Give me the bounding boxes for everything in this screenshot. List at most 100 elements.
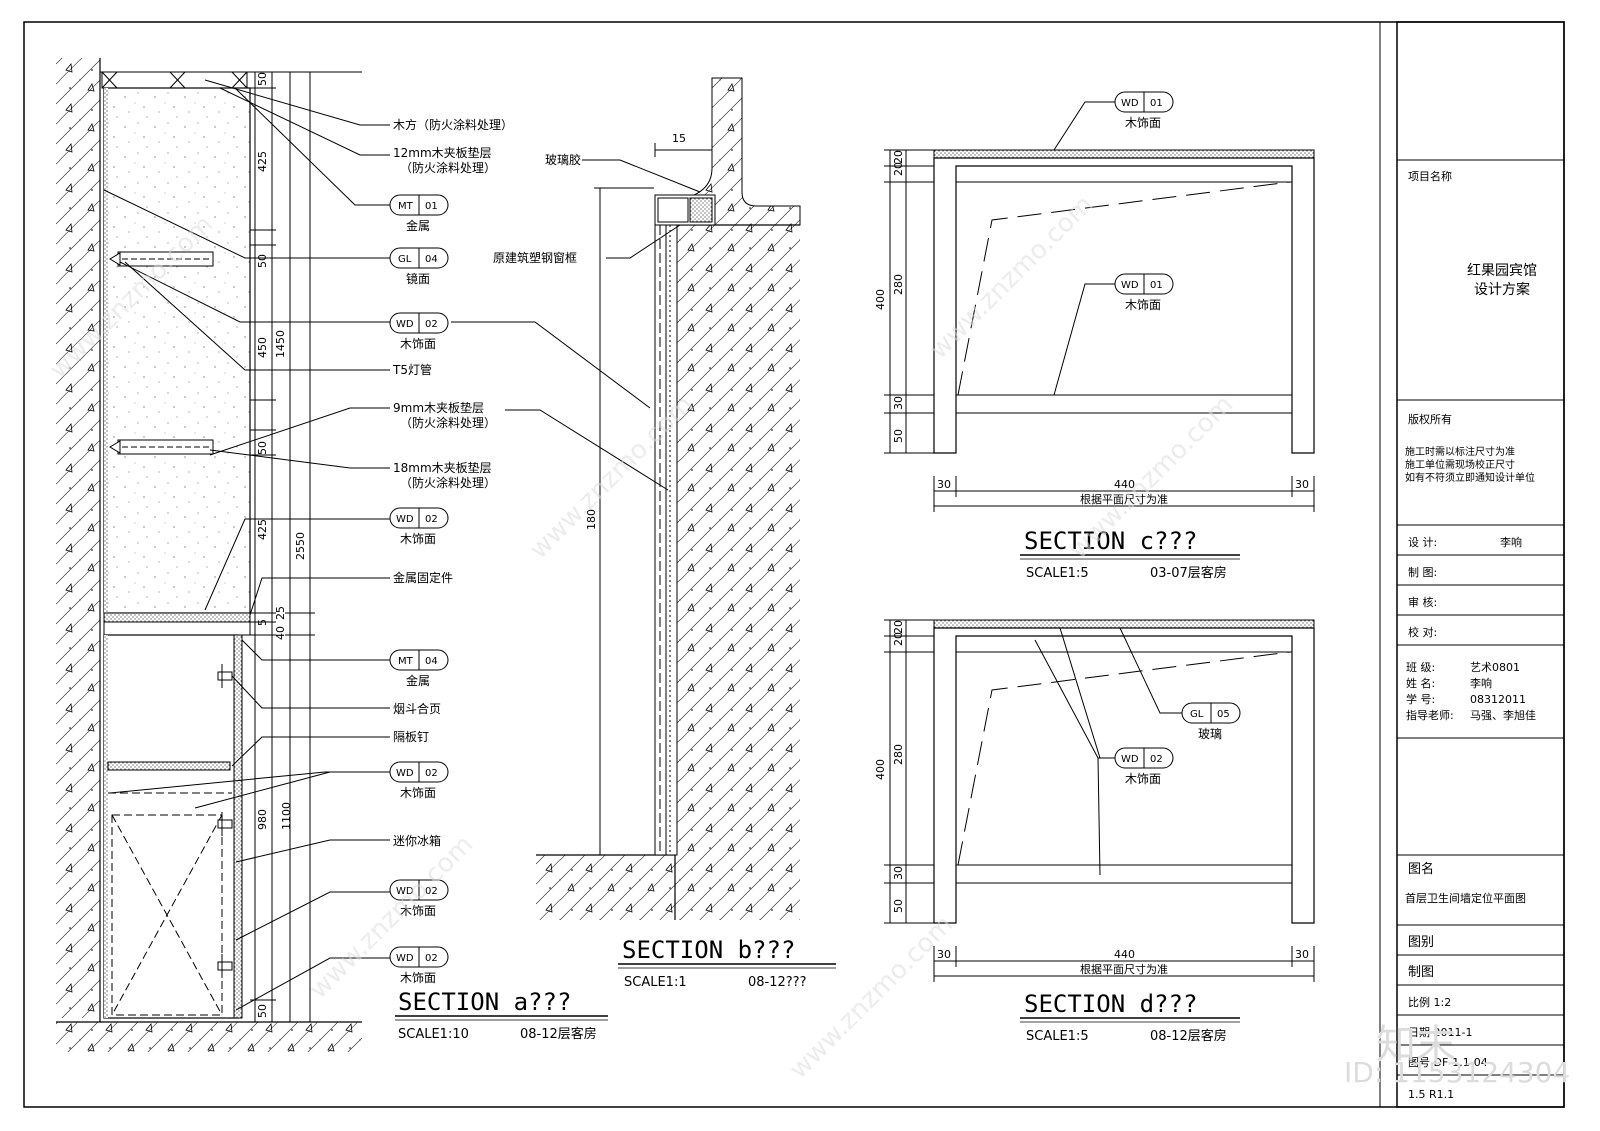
section-d-heading: SECTION d???	[1024, 990, 1197, 1018]
tag-code-b: 04	[425, 656, 438, 667]
section-d-text: 20 20 280 400 30 50 30 440 30 根据平面尺寸为准	[874, 620, 1309, 976]
dim-c-0: 20	[892, 162, 905, 176]
tag-code-a: MT	[398, 656, 414, 667]
tag-code-b: 05	[1217, 709, 1230, 720]
material-tag: MT 04 金属	[389, 649, 449, 688]
dim-c-note: 根据平面尺寸为准	[1080, 492, 1168, 506]
name-label: 姓 名:	[1406, 676, 1435, 690]
note-1: 施工时需以标注尺寸为准	[1405, 445, 1515, 458]
tag-code-b: 01	[425, 201, 438, 212]
dim-a-9: 40	[274, 626, 287, 640]
dim-c-3: 400	[874, 289, 887, 310]
brand-logo: 知末	[1376, 1022, 1456, 1068]
tag-label: 木饰面	[1125, 298, 1161, 312]
drawing-name-value: 首层卫生间墙定位平面图	[1405, 891, 1526, 905]
dim-d-0: 20	[892, 632, 905, 646]
tag-label: 木饰面	[400, 786, 436, 800]
title-block-text: 项目名称 红果园宾馆 设计方案 版权所有 施工时需以标注尺寸为准 施工单位需现场…	[1405, 169, 1537, 1101]
section-d-floor: 08-12层客房	[1150, 1028, 1227, 1044]
date-row: 日期 2011-1	[1408, 1026, 1472, 1039]
dim-d-1: 20	[892, 620, 905, 634]
check-label: 校 对:	[1408, 625, 1437, 639]
dim-d-7: 440	[1114, 948, 1135, 961]
tag-code-a: WD	[396, 953, 414, 964]
project-name-1: 红果园宾馆	[1467, 263, 1537, 279]
review-label: 审 核:	[1408, 595, 1437, 609]
material-tag: WD 02 木饰面	[389, 312, 449, 351]
design-value: 李响	[1500, 535, 1522, 549]
tag-label: 木饰面	[400, 337, 436, 351]
label-glass-glue: 玻璃胶	[545, 152, 581, 167]
dim-b-1: 180	[585, 509, 598, 530]
tag-label: 木饰面	[400, 904, 436, 918]
tag-code-a: WD	[1121, 754, 1139, 765]
drawing-type-label: 图别	[1408, 935, 1434, 950]
material-tag: WD 01 木饰面	[1114, 91, 1174, 130]
copyright: 版权所有	[1408, 412, 1452, 426]
tag-code-a: WD	[396, 768, 414, 779]
tag-code-b: 02	[1150, 754, 1163, 765]
dim-c-5: 50	[892, 429, 905, 443]
tag-label: 镜面	[406, 271, 430, 286]
dim-c-1: 20	[892, 150, 905, 164]
section-d-title: SECTION d??? SCALE1:5 08-12层客房	[1020, 990, 1240, 1044]
section-a-scale: SCALE1:10	[398, 1027, 469, 1042]
dim-c-4: 30	[892, 396, 905, 410]
design-label: 设 计:	[1408, 536, 1437, 549]
section-c-tags: WD 01 木饰面 WD 01 木饰面	[1114, 91, 1174, 312]
section-b-text: 15 180 玻璃胶 原建筑塑钢窗框 SECTION b??? SCALE1:1…	[493, 132, 836, 990]
dim-d-6: 30	[937, 948, 951, 961]
dim-a-2: 50	[256, 254, 269, 268]
section-a-drawing	[56, 58, 362, 1052]
class-label: 班 级:	[1406, 661, 1435, 674]
scale-row: 比例 1:2	[1408, 995, 1451, 1009]
tag-code-b: 02	[425, 886, 438, 897]
label-9mm-note: （防火涂料处理）	[400, 415, 496, 430]
label-pipe-hinge: 烟斗合页	[393, 701, 441, 716]
tag-code-b: 02	[425, 319, 438, 330]
tag-code-a: WD	[396, 886, 414, 897]
dim-b-0: 15	[672, 132, 686, 145]
title-block-frame	[1396, 21, 1565, 1108]
draw-label: 制 图:	[1408, 566, 1437, 579]
project-name-2: 设计方案	[1474, 281, 1530, 298]
tag-label: 木饰面	[400, 532, 436, 546]
tag-code-b: 02	[425, 953, 438, 964]
section-c-floor: 03-07层客房	[1150, 565, 1227, 581]
tag-label: 木饰面	[400, 971, 436, 985]
dim-a-3: 450	[256, 337, 269, 358]
label-9mm-board: 9mm木夹板垫层	[393, 400, 484, 415]
label-mini-fridge: 迷你冰箱	[393, 833, 441, 848]
name-value: 李响	[1470, 676, 1492, 690]
dim-d-8: 30	[1295, 948, 1309, 961]
watermark-site-5: www.znzmo.com	[304, 830, 479, 1005]
dim-a-11: 980	[256, 809, 269, 830]
section-b-floor: 08-12???	[748, 975, 806, 990]
dim-a-1: 425	[256, 151, 269, 172]
tag-code-a: WD	[1121, 280, 1139, 291]
dim-c-7: 440	[1114, 478, 1135, 491]
section-b-scale: SCALE1:1	[624, 975, 687, 990]
section-d-tags: GL 05 玻璃 WD 02 木饰面	[1114, 702, 1241, 786]
section-b-heading: SECTION b???	[622, 936, 795, 964]
dim-c-2: 280	[892, 274, 905, 295]
dim-a-6: 425	[256, 519, 269, 540]
number-row: 图号 DF-1.1-04	[1408, 1056, 1488, 1069]
tag-code-a: MT	[398, 201, 414, 212]
section-b-drawing	[451, 77, 801, 920]
tag-code-a: WD	[396, 319, 414, 330]
tag-label: 金属	[406, 673, 430, 688]
label-shelf-pin: 隔板钉	[393, 730, 429, 744]
section-c-heading: SECTION c???	[1024, 527, 1197, 555]
id-value: 08312011	[1470, 693, 1526, 706]
tag-code-b: 02	[425, 768, 438, 779]
label-12mm-board: 12mm木夹板垫层	[393, 145, 492, 160]
material-tag: WD 02 木饰面	[389, 507, 449, 546]
section-a-tags: MT 01 金属 GL 04 镜面 WD 02 木饰面 WD 02 木饰面	[389, 194, 449, 985]
tag-code-b: 02	[425, 514, 438, 525]
dim-d-3: 400	[874, 759, 887, 780]
section-a-dims: 50 425 50 450 1450 50 425 2550 5 40 25 9…	[256, 72, 307, 1018]
section-c-title: SECTION c??? SCALE1:5 03-07层客房	[1020, 527, 1240, 581]
draft-label: 制图	[1408, 965, 1434, 980]
dim-a-5: 50	[256, 441, 269, 455]
